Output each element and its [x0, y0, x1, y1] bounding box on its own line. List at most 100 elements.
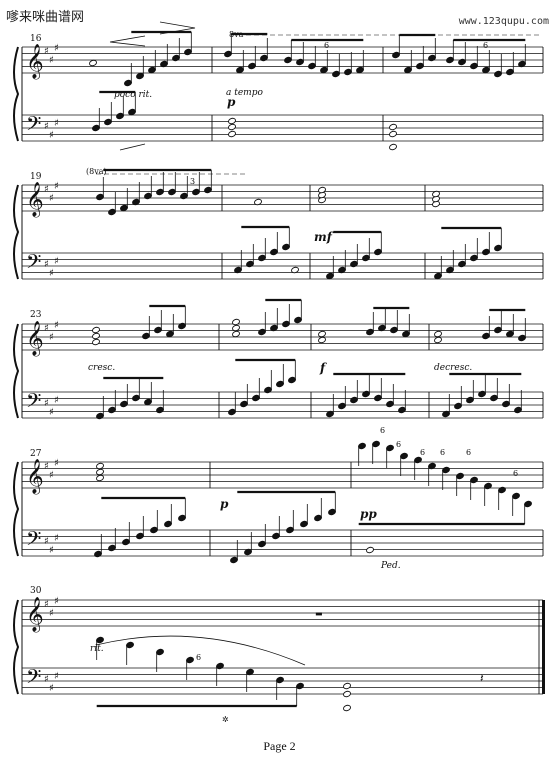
key-sharp: ♯ [54, 181, 59, 192]
half-note [291, 266, 299, 274]
treble-clef: 𝄞 [26, 44, 44, 80]
key-sharp: ♯ [54, 596, 59, 607]
key-sharp: ♯ [54, 395, 59, 406]
bass-clef: 𝄢 [26, 250, 41, 278]
slur [95, 635, 306, 666]
chord-note [96, 474, 104, 482]
key-sharp: ♯ [44, 461, 49, 472]
ottava-marking-paren: (8va) [86, 167, 107, 176]
key-sharp: ♯ [44, 259, 49, 270]
chord-note [432, 190, 440, 198]
bass-clef: 𝄢 [26, 112, 41, 140]
tuplet-6-e: 6 [420, 448, 425, 457]
dynamic-mf: mf [314, 230, 334, 244]
key-sharp: ♯ [54, 458, 59, 469]
triplet-3: 3 [190, 177, 195, 186]
final-barline-thick [542, 600, 545, 694]
bass-chord-note [228, 130, 236, 138]
key-sharp: ♯ [54, 671, 59, 682]
rit-marking: rit. [90, 644, 104, 654]
ottava-marking: 8va [229, 30, 244, 39]
treble-clef: 𝄞 [26, 597, 44, 633]
chord-note [92, 338, 100, 346]
decrescendo-hairpin [159, 21, 196, 35]
brace [13, 461, 20, 557]
tuplet-6-g: 6 [466, 448, 471, 457]
site-name: 嗲来咪曲谱网 [6, 10, 85, 25]
decresc-marking: decresc. [434, 363, 472, 373]
key-sharp: ♯ [49, 268, 54, 279]
key-sharp: ♯ [49, 332, 54, 343]
bass-low-note [389, 143, 397, 151]
key-sharp: ♯ [49, 683, 54, 694]
key-sharp: ♯ [44, 398, 49, 409]
chord-note [343, 682, 351, 690]
key-sharp: ♯ [44, 599, 49, 610]
poco-rit-marking: poco rit. [114, 90, 152, 100]
brace [13, 46, 20, 142]
treble-clef: 𝄞 [26, 321, 44, 357]
tuplet-6-i: 6 [196, 653, 201, 662]
chord-note [92, 332, 100, 340]
brace [13, 323, 20, 419]
bass-clef: 𝄢 [26, 665, 41, 693]
bass-chord-note [389, 130, 397, 138]
key-sharp: ♯ [49, 193, 54, 204]
chord-note [232, 324, 240, 332]
key-sharp: ♯ [54, 256, 59, 267]
chord-note [434, 330, 442, 338]
measure-number-30: 30 [30, 586, 42, 596]
bass-chord-note [228, 117, 236, 125]
key-sharp: ♯ [44, 121, 49, 132]
pedal-release: ✲ [222, 715, 229, 724]
key-sharp: ♯ [49, 55, 54, 66]
brace [13, 599, 20, 695]
key-sharp: ♯ [54, 43, 59, 54]
key-sharp: ♯ [49, 470, 54, 481]
measure-number-27: 27 [30, 449, 42, 459]
crescendo-hairpin [109, 35, 146, 47]
dynamic-f: f [319, 361, 327, 375]
chord-note [96, 462, 104, 470]
dynamic-p: p [227, 95, 236, 109]
whole-note [254, 198, 262, 206]
chord-note [318, 186, 326, 194]
chord-note [318, 336, 326, 344]
tuplet-6-a: 6 [324, 41, 329, 50]
chord-note [96, 468, 104, 476]
hairpin [119, 143, 146, 151]
chord-note [232, 330, 240, 338]
whole-note [366, 546, 374, 554]
bass-chord-note [228, 123, 236, 131]
quarter-rest: 𝄽 [480, 671, 484, 685]
key-sharp: ♯ [44, 184, 49, 195]
key-sharp: ♯ [54, 118, 59, 129]
measure-number-23: 23 [30, 310, 42, 320]
key-sharp: ♯ [49, 407, 54, 418]
tuplet-6-d: 6 [396, 440, 401, 449]
chord-note [232, 318, 240, 326]
tuplet-6-c: 6 [380, 426, 385, 435]
whole-rest: ▬ [315, 609, 323, 618]
chord-note [318, 330, 326, 338]
treble-clef: 𝄞 [26, 459, 44, 495]
key-sharp: ♯ [44, 46, 49, 57]
key-sharp: ♯ [49, 130, 54, 141]
dynamic-p-2: p [220, 497, 229, 511]
measure-number-16: 16 [30, 34, 42, 44]
key-sharp: ♯ [44, 536, 49, 547]
key-sharp: ♯ [54, 320, 59, 331]
key-sharp: ♯ [44, 674, 49, 685]
chord-note [434, 336, 442, 344]
page-number: Page 2 [263, 739, 296, 753]
bass-clef: 𝄢 [26, 389, 41, 417]
key-sharp: ♯ [49, 608, 54, 619]
treble-clef: 𝄞 [26, 182, 44, 218]
chord-note [343, 704, 351, 712]
cresc-marking: cresc. [88, 363, 115, 373]
key-sharp: ♯ [49, 545, 54, 556]
site-url: www.123qupu.com [458, 16, 549, 27]
key-sharp: ♯ [44, 323, 49, 334]
chord-note [92, 326, 100, 334]
